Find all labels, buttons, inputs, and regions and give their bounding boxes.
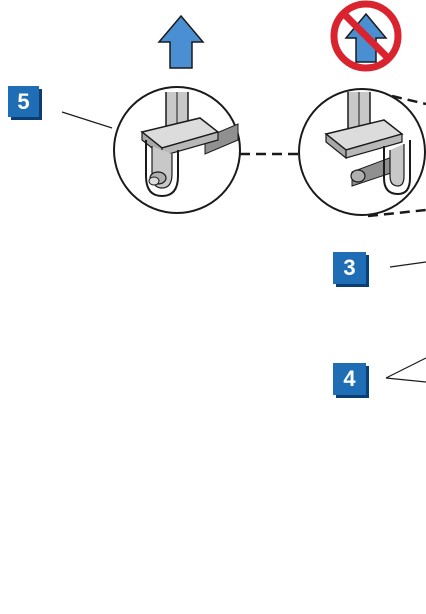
callout-5-label: 5	[17, 89, 30, 114]
zoom-dashed-line-top	[391, 94, 426, 106]
callout-3-label: 3	[343, 255, 356, 280]
detail-circle-left	[113, 86, 241, 214]
callout-3-leader	[389, 261, 426, 268]
callout-5-badge	[8, 86, 42, 120]
callout-5-leader	[61, 111, 113, 129]
callout-3-badge	[333, 252, 369, 287]
detail-circle-right	[298, 88, 426, 216]
callout-4-leader	[385, 357, 426, 383]
callout-4-label: 4	[343, 366, 356, 391]
no-up-arrow-icon	[330, 0, 402, 72]
zoom-dashed-line-bottom	[367, 208, 426, 218]
up-arrow-icon	[157, 14, 205, 69]
callout-4-badge	[333, 363, 369, 398]
